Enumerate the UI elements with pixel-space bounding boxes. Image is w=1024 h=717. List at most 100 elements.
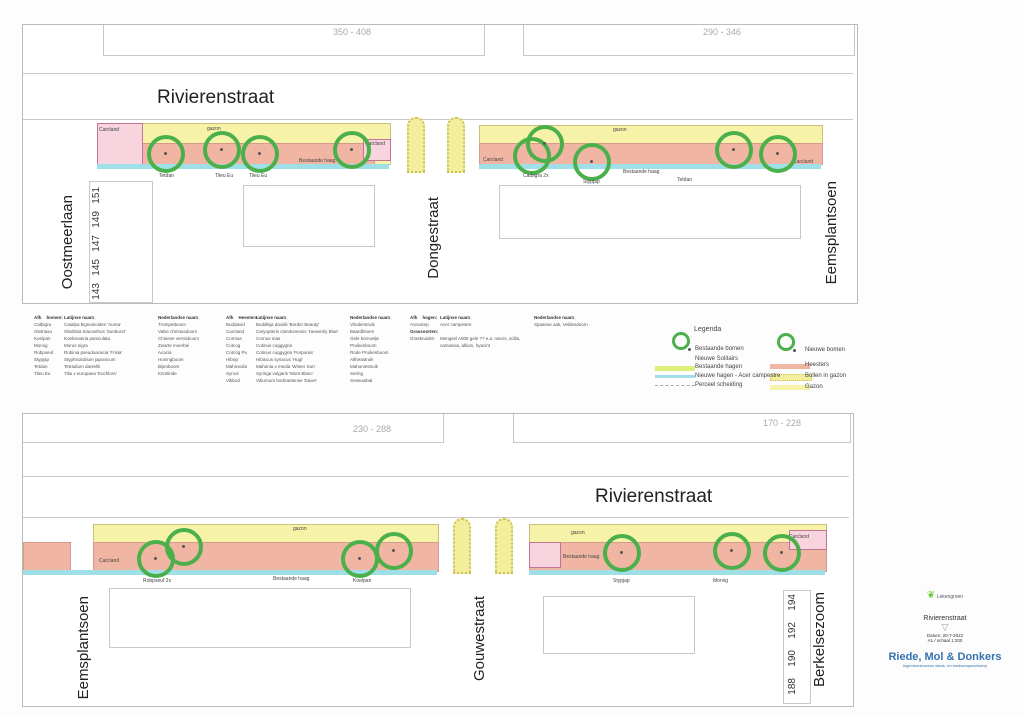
plant-dutch: Valse christusdoorn (158, 329, 198, 334)
plant-abbr: Stypjap (34, 357, 50, 362)
plant-dutch: Vlinderstruik (350, 322, 375, 327)
plant-latin: Gleditsia triacanthos 'Sunburst' (64, 329, 126, 334)
plant-latin: Caryopteris clandonensis 'Heavenly Blue' (256, 329, 339, 334)
new-tree (759, 135, 797, 173)
new-tree (203, 131, 241, 169)
project-title: Rivierenstraat (923, 615, 967, 622)
plant-dutch: Gele kornoelje (350, 336, 380, 341)
tree-label: Stypjap (583, 179, 600, 185)
plant-latin: Morus nigra (64, 343, 88, 348)
plant-abbr: Hibsyr (226, 357, 239, 362)
range-label: 290 - 346 (703, 27, 742, 37)
plant-dutch: Spaanse aak, Veldesdoorn (534, 322, 588, 327)
new-tree (763, 534, 801, 572)
map-label: gazon (207, 126, 221, 132)
plant-dutch: Zwarte moerbei (158, 343, 190, 348)
map-label: Carcland (793, 159, 814, 165)
house-number: 147 (91, 235, 102, 252)
plant-dutch: Acacia (158, 350, 172, 355)
new-tree (375, 532, 413, 570)
plant-abbr: Carcland (226, 329, 245, 334)
date: Datum: 20-7-2022 (926, 633, 964, 638)
tree-label: Tetdan (159, 173, 175, 179)
new-tree (603, 534, 641, 572)
plant-dutch: Sneeuwbal (350, 378, 373, 383)
map-label: Carcland (483, 157, 504, 163)
plant-abbr: Tetdan (34, 364, 48, 369)
plant-dutch: Chinese vernisboom (158, 336, 200, 341)
house-number: 192 (787, 622, 798, 639)
new-tree (526, 125, 564, 163)
plant-row: Carcland Caryopteris clandonensis 'Heaven… (226, 328, 416, 335)
map-label: Carcland (99, 127, 120, 133)
new-tree (573, 143, 611, 181)
plant-abbr: Cotcog (226, 343, 241, 348)
plant-latin: Mengsel A005 gele ?? e.a. narcis, scilla… (440, 336, 521, 348)
map-label: Carcland (365, 141, 386, 147)
street-name: Rivierenstraat (157, 87, 275, 108)
plant-latin: Viburnum bodnantense 'Dawn' (256, 378, 317, 383)
plant-latin: Catalpa bignonioides 'Aurea' (64, 322, 122, 327)
new-tree (241, 135, 279, 173)
tree-label: Robpseuf 2x (143, 578, 172, 584)
house-number: 143 (91, 283, 102, 300)
firm-subtitle: Ingenieursbureau stads- en landschapsont… (902, 663, 988, 668)
tree-label: Morvig (713, 578, 729, 584)
plant-abbr: Koelpan (34, 336, 51, 341)
plant-abbr: Vibbod (226, 378, 240, 383)
plant-dutch: Pruikenboom (350, 343, 377, 348)
street-name: Eemsplantsoen (75, 596, 92, 700)
plant-latin: Tetradium daniellii (64, 364, 101, 369)
top-plan: 350 - 408 290 - 346 Rivierenstraat gazon… (22, 24, 858, 304)
firm-logo: Riede, Mol & Donkers (888, 651, 1002, 663)
map-label: Bestaande haag (623, 169, 660, 175)
plant-latin: Hibiscus syriacus 'Hugi' (256, 357, 303, 362)
tree-label: Tileu Eu (215, 173, 234, 179)
bottom-plan: 230 - 288 170 - 228 Rivierenstraat gazon… (22, 413, 854, 707)
plant-latin: Tilia x europaea 'Euchlora' (64, 371, 117, 376)
tree-label: Catbigra 2x (523, 173, 549, 179)
new-tree (715, 131, 753, 169)
brand-logo: ❦ Lekengroen (926, 590, 964, 601)
new-tree (147, 135, 185, 173)
plant-dutch: Sering (350, 371, 364, 376)
plant-abbr: Morvig (34, 343, 48, 348)
house-number: 145 (91, 259, 102, 276)
house-number: 151 (91, 187, 102, 204)
plant-row: Vibbod Viburnum bodnantense 'Dawn' Sneeuwb… (226, 377, 416, 384)
new-tree (333, 131, 371, 169)
plant-dutch: Trompetboom (158, 322, 186, 327)
plant-abbr: Mahmedia (226, 364, 248, 369)
house-number: 149 (91, 211, 102, 228)
map-label: gazon (571, 530, 585, 536)
tree-label: Tetdan (677, 177, 693, 183)
map-label: gazon (613, 127, 627, 133)
map-label: Bestaande haag (273, 576, 310, 582)
plant-abbr: Catbigra (34, 322, 52, 327)
plant-latin: Styphnolobium japonicum (64, 357, 116, 362)
street-name: Berkelsezoom (811, 592, 828, 688)
street-name: Oostmeerlaan (59, 195, 76, 290)
house-number: 188 (787, 678, 798, 695)
plant-latin: Buddleja davidii 'Border Beauty' (256, 322, 320, 327)
street-name: Dongestraat (425, 197, 442, 279)
title-block: ❦ Lekengroen Rivierenstraat ▽ Datum: 20-… (870, 590, 1020, 706)
plant-row: Catbigra Catalpa bignonioides 'Aurea' Trom… (34, 321, 224, 328)
range-label: 230 - 288 (353, 424, 392, 434)
range-label: 350 - 408 (333, 27, 372, 37)
